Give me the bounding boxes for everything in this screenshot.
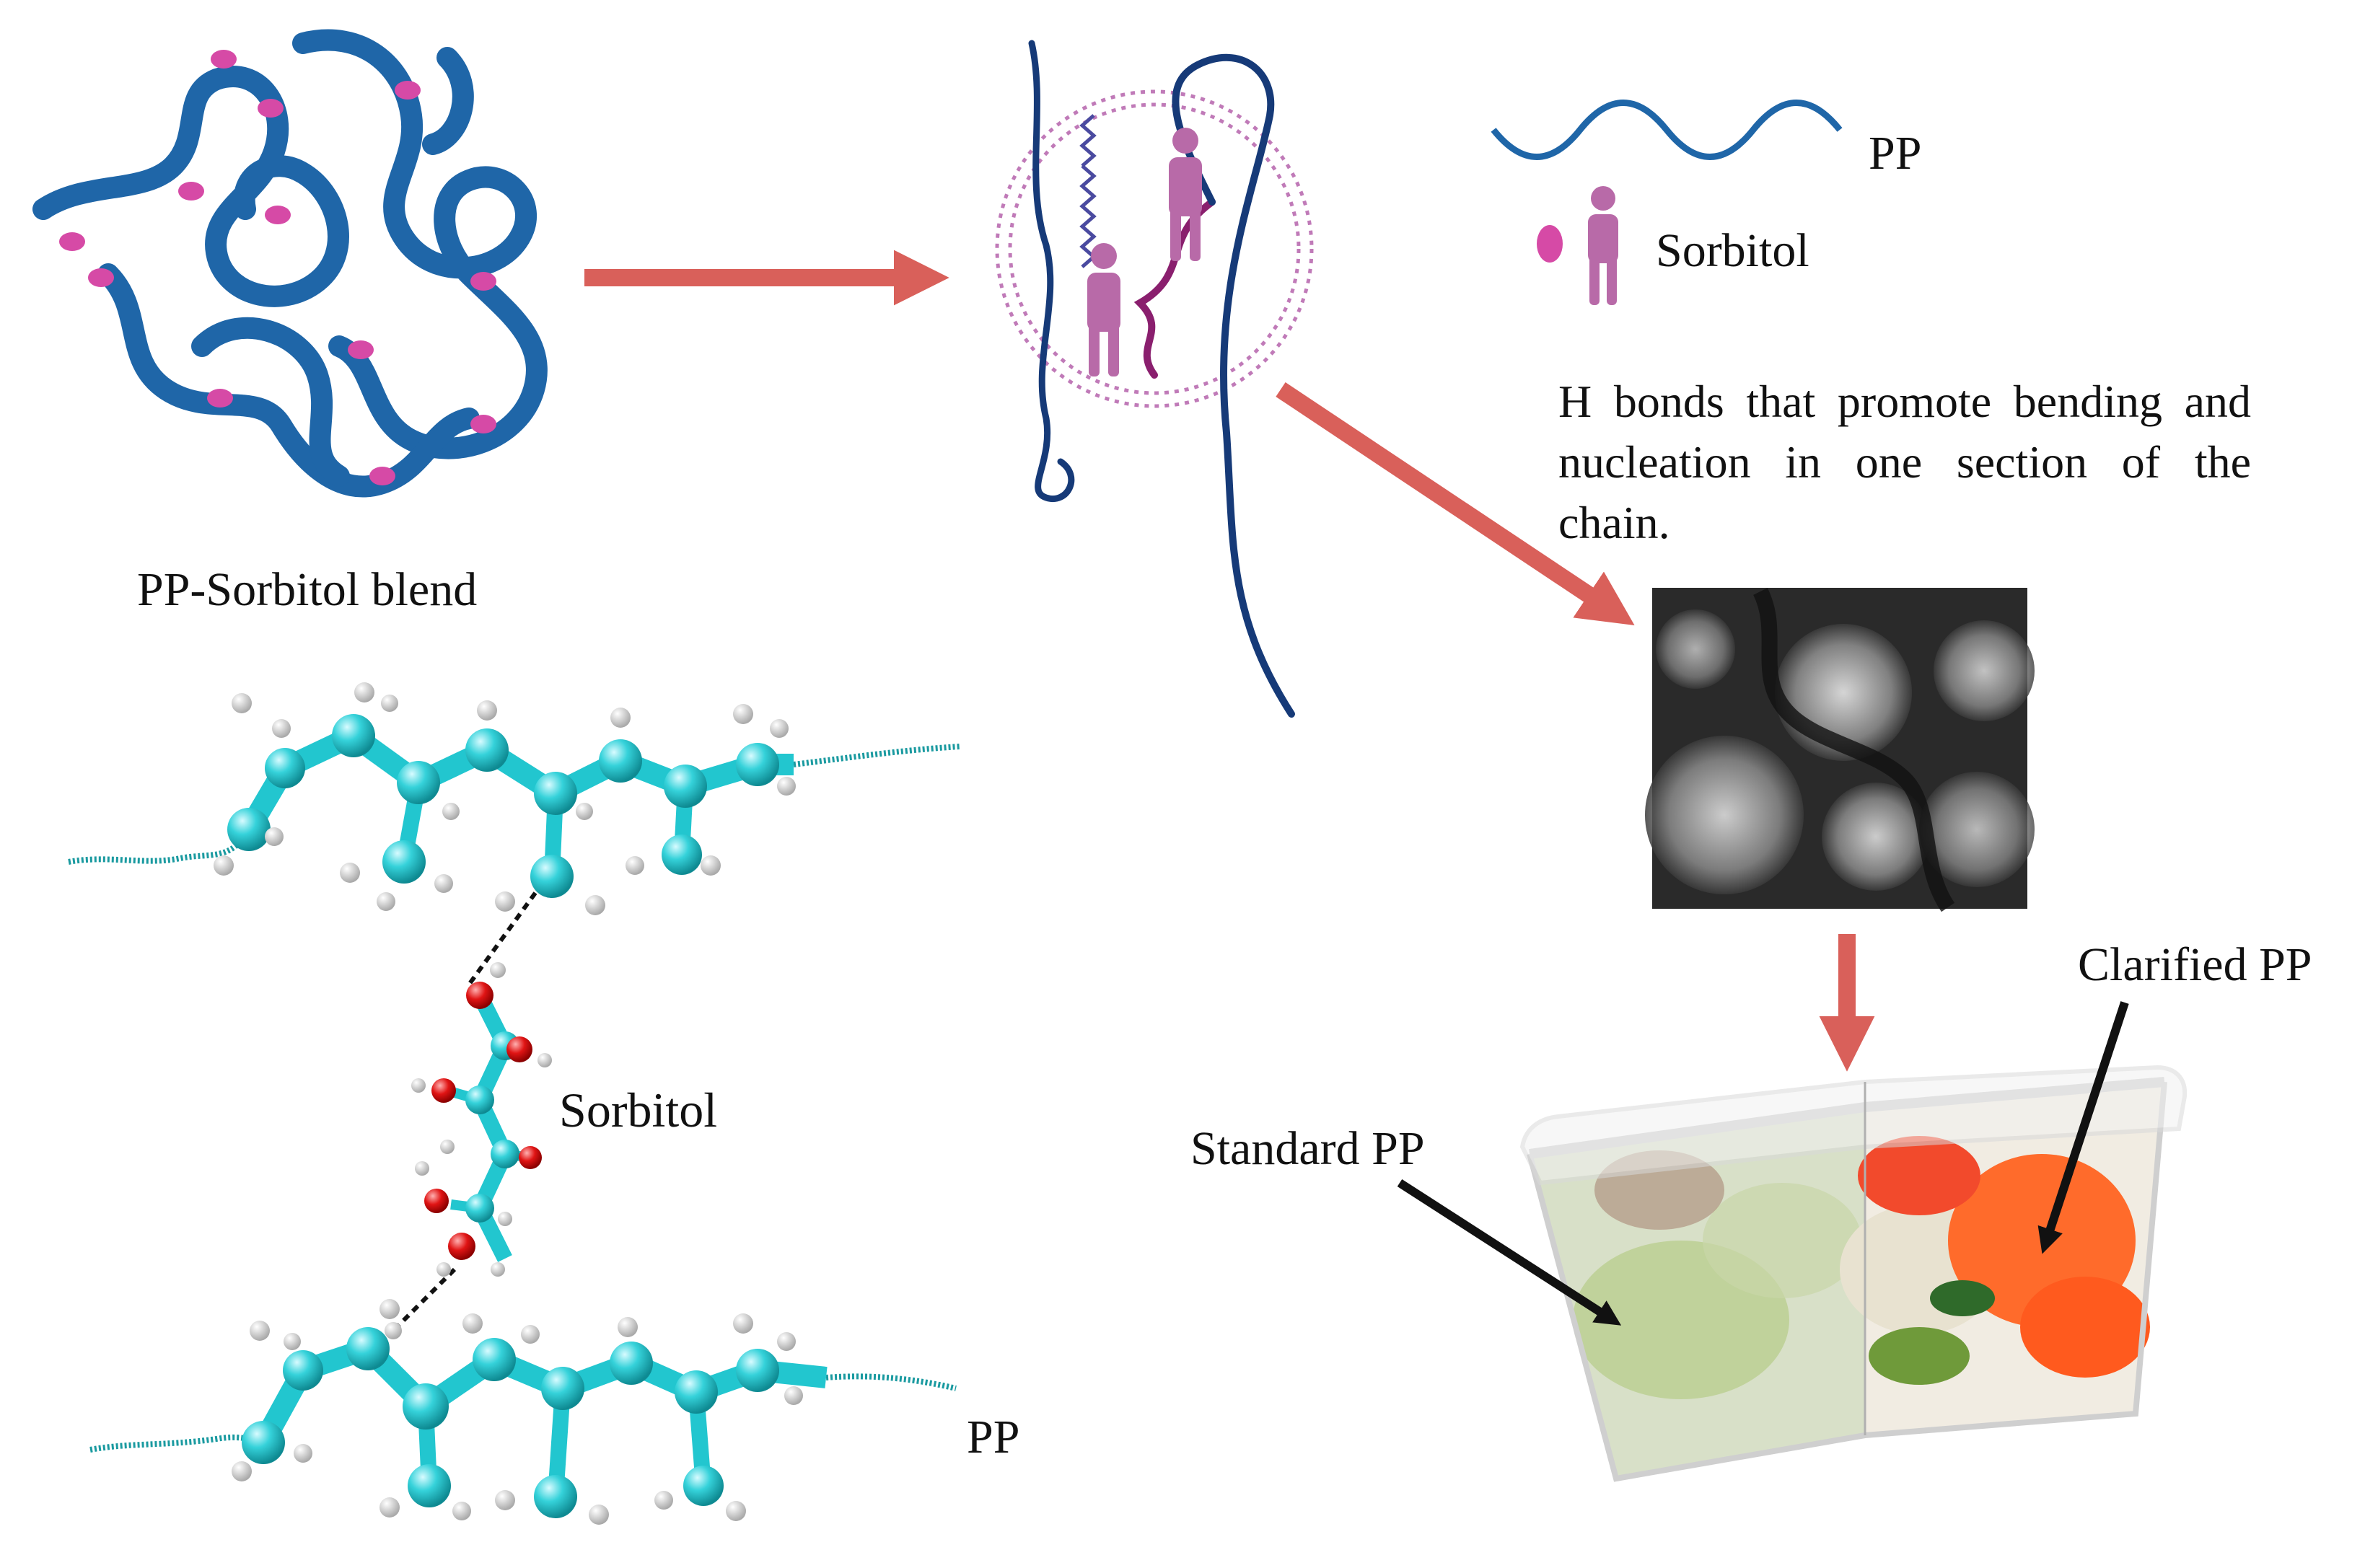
arrow-clarified-pp xyxy=(2037,1001,2129,1254)
spherulite-micrograph xyxy=(1645,588,2035,912)
legend xyxy=(1491,100,1843,305)
clarified-pp-label: Clarified PP xyxy=(2078,938,2312,991)
pp-sorbitol-blend-icon xyxy=(32,29,548,498)
blend-label: PP-Sorbitol blend xyxy=(137,563,478,616)
sorbitol-figure-icon xyxy=(1537,186,1618,305)
pp-chain-icon xyxy=(1491,100,1843,160)
legend-sorbitol-label: Sorbitol xyxy=(1656,224,1809,277)
legend-pp-label: PP xyxy=(1869,127,1922,180)
arrow-bending-to-micrograph xyxy=(1276,382,1635,626)
food-container-photo xyxy=(1519,1065,2188,1482)
hbond-caption: H bonds that promote bending and nucleat… xyxy=(1558,376,2251,548)
bent-chain-icon xyxy=(995,40,1314,718)
molecular-model xyxy=(68,682,960,1525)
pp-molecule-label: PP xyxy=(967,1411,1020,1463)
standard-pp-label: Standard PP xyxy=(1190,1122,1425,1175)
arrow-standard-pp xyxy=(1397,1179,1622,1326)
sorbitol-molecule-label: Sorbitol xyxy=(559,1083,718,1137)
